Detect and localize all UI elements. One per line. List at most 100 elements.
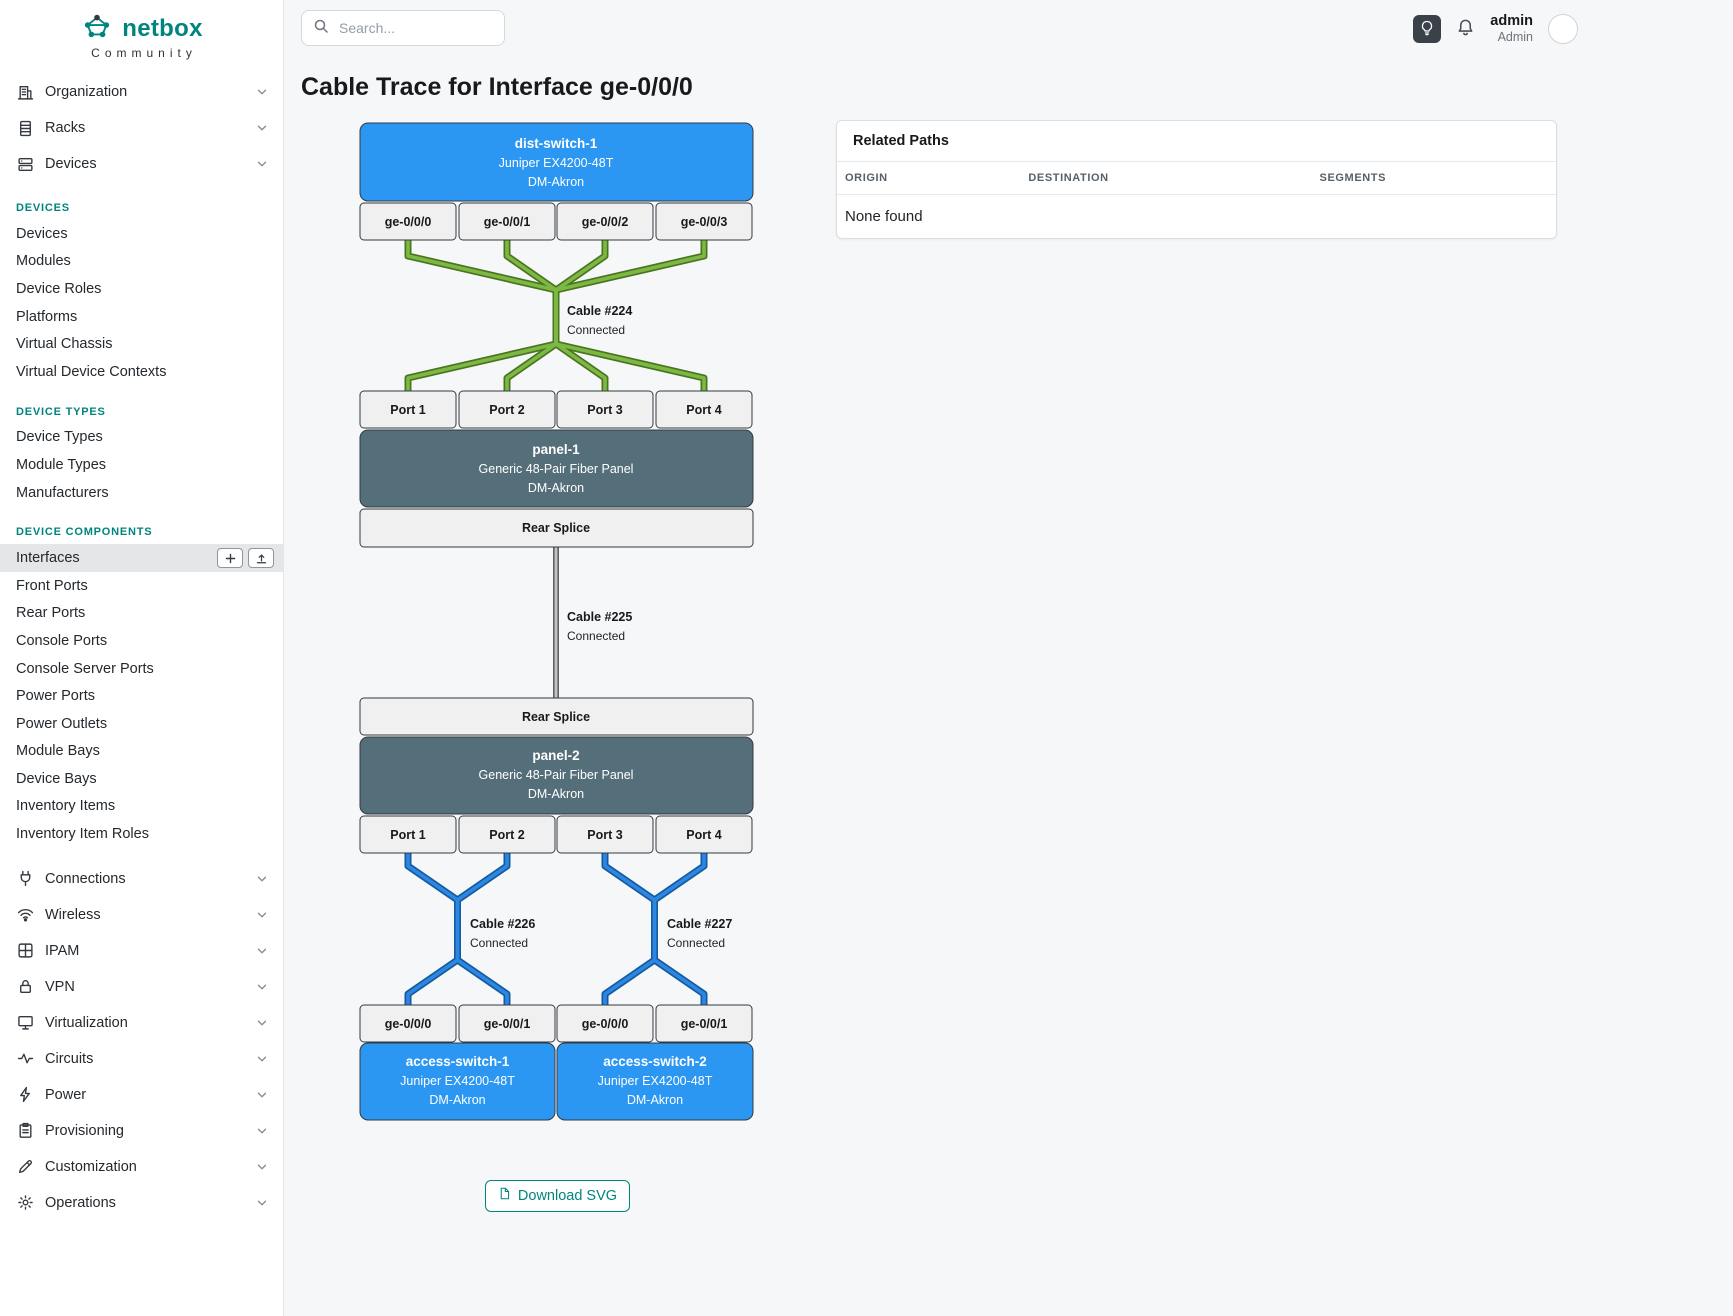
port-box[interactable] [655, 815, 753, 854]
sidebar-item-organization[interactable]: Organization [0, 74, 283, 110]
brand-name: netbox [122, 14, 203, 42]
sidebar-item-power-ports[interactable]: Power Ports [0, 682, 283, 710]
device-box-panel-1[interactable] [359, 429, 754, 508]
port-box[interactable] [359, 202, 457, 241]
sidebar-item-device-types[interactable]: Device Types [0, 424, 283, 452]
sidebar-item-interfaces[interactable]: Interfaces [0, 544, 283, 572]
port-box[interactable] [655, 390, 753, 429]
avatar[interactable] [1548, 14, 1578, 45]
sidebar-item-circuits[interactable]: Circuits [0, 1041, 283, 1077]
nav-item-label: Circuits [45, 1050, 94, 1067]
chevron-down-icon [255, 1196, 269, 1210]
user-role: Admin [1497, 30, 1533, 45]
sidebar-item-devices[interactable]: Devices [0, 220, 283, 248]
sidebar-item-racks[interactable]: Racks [0, 110, 283, 146]
nav-item-label: Operations [45, 1194, 116, 1211]
sidebar-item-platforms[interactable]: Platforms [0, 303, 283, 331]
sidebar-item-front-ports[interactable]: Front Ports [0, 572, 283, 600]
sidebar-item-virtual-device-contexts[interactable]: Virtual Device Contexts [0, 358, 283, 386]
port-box[interactable] [458, 202, 556, 241]
sidebar-item-module-bays[interactable]: Module Bays [0, 738, 283, 766]
nav-item-label: Console Server Ports [16, 660, 154, 677]
rear-splice-box[interactable] [359, 697, 754, 736]
sidebar-item-device-roles[interactable]: Device Roles [0, 275, 283, 303]
port-box[interactable] [655, 202, 753, 241]
sidebar-item-inventory-items[interactable]: Inventory Items [0, 793, 283, 821]
port-box[interactable] [556, 1004, 654, 1043]
sidebar-item-ipam[interactable]: IPAM [0, 933, 283, 969]
port-box[interactable] [359, 390, 457, 429]
search-box[interactable] [301, 10, 505, 46]
device-name: panel-1 [532, 442, 580, 457]
customization-icon [16, 1158, 34, 1176]
sidebar-item-operations[interactable]: Operations [0, 1185, 283, 1221]
sidebar-item-connections[interactable]: Connections [0, 861, 283, 897]
port-box[interactable] [556, 815, 654, 854]
sidebar-item-rear-ports[interactable]: Rear Ports [0, 600, 283, 628]
lightbulb-icon [1419, 20, 1435, 39]
nav-item-label: Inventory Item Roles [16, 826, 149, 843]
port-box[interactable] [458, 390, 556, 429]
cable-label: Cable #227 [667, 917, 732, 931]
chevron-down-icon [255, 1088, 269, 1102]
nav-item-label: Virtualization [45, 1014, 128, 1031]
sidebar-section-device-components: DEVICE COMPONENTS [0, 520, 283, 544]
sidebar-item-module-types[interactable]: Module Types [0, 451, 283, 479]
nav-item-label: Platforms [16, 308, 78, 325]
port-box[interactable] [655, 1004, 753, 1043]
sidebar-item-console-ports[interactable]: Console Ports [0, 627, 283, 655]
port-label: Port 2 [489, 828, 524, 842]
search-input[interactable] [337, 19, 493, 37]
port-box[interactable] [359, 1004, 457, 1043]
sidebar-item-virtualization[interactable]: Virtualization [0, 1005, 283, 1041]
port-label: Port 2 [489, 403, 524, 417]
sidebar-item-power-outlets[interactable]: Power Outlets [0, 710, 283, 738]
sidebar-item-virtual-chassis[interactable]: Virtual Chassis [0, 330, 283, 358]
device-box-dist-switch-1[interactable] [359, 122, 754, 202]
trace-column: dist-switch-1 Juniper EX4200-48T DM-Akro… [301, 118, 767, 1212]
sidebar-item-customization[interactable]: Customization [0, 1149, 283, 1185]
sidebar-item-device-bays[interactable]: Device Bays [0, 765, 283, 793]
nav-item-label: Power Ports [16, 688, 95, 705]
column-header-origin: ORIGIN [837, 162, 1021, 195]
notifications-button[interactable] [1456, 18, 1475, 40]
device-name: access-switch-2 [603, 1054, 707, 1069]
device-site: DM-Akron [528, 481, 584, 495]
sidebar-item-power[interactable]: Power [0, 1077, 283, 1113]
port-box[interactable] [556, 202, 654, 241]
device-box-access-switch-2[interactable] [556, 1042, 754, 1121]
device-box-panel-2[interactable] [359, 736, 754, 815]
port-label: ge-0/0/1 [484, 1017, 531, 1031]
sidebar-item-inventory-item-roles[interactable]: Inventory Item Roles [0, 820, 283, 848]
sidebar-item-devices[interactable]: Devices [0, 146, 283, 182]
bell-icon [1456, 18, 1475, 40]
sidebar-item-console-server-ports[interactable]: Console Server Ports [0, 655, 283, 683]
cable-226-lines [404, 851, 511, 1007]
sidebar-item-modules[interactable]: Modules [0, 248, 283, 276]
sidebar-item-wireless[interactable]: Wireless [0, 897, 283, 933]
nav-item-label: Customization [45, 1158, 137, 1175]
user-menu[interactable]: admin Admin [1490, 13, 1533, 45]
nav-section-label: DEVICE COMPONENTS [16, 526, 153, 539]
nav-item-label: Racks [45, 120, 86, 136]
related-paths-table: ORIGIN DESTINATION SEGMENTS None found [837, 162, 1556, 238]
theme-toggle-button[interactable] [1413, 15, 1442, 44]
sidebar-item-vpn[interactable]: VPN [0, 969, 283, 1005]
port-label: ge-0/0/0 [385, 1017, 432, 1031]
add-button[interactable] [217, 548, 243, 569]
port-box[interactable] [458, 815, 556, 854]
download-svg-button[interactable]: Download SVG [484, 1180, 631, 1212]
sidebar-item-provisioning[interactable]: Provisioning [0, 1113, 283, 1149]
port-box[interactable] [458, 1004, 556, 1043]
device-box-access-switch-1[interactable] [359, 1042, 556, 1121]
import-button[interactable] [248, 548, 274, 569]
chevron-down-icon [255, 872, 269, 886]
nav-section-label: DEVICE TYPES [16, 405, 106, 418]
sidebar-item-manufacturers[interactable]: Manufacturers [0, 479, 283, 507]
cable-status: Connected [667, 936, 725, 950]
rear-splice-box[interactable] [359, 508, 754, 548]
port-box[interactable] [359, 815, 457, 854]
brand-logo[interactable]: netbox Community [0, 0, 283, 68]
netbox-logo-icon [80, 12, 114, 45]
port-box[interactable] [556, 390, 654, 429]
